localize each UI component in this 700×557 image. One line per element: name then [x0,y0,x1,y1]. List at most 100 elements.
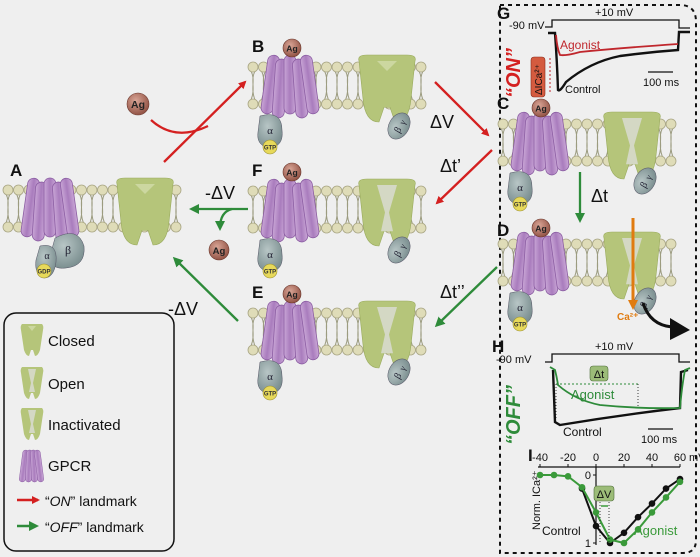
lipid-head [321,98,332,110]
x-tick-label: 0 [593,452,599,464]
data-point [620,539,628,547]
transition-dt-prime: Δt’ [440,156,461,176]
x-tick-label: 60 [674,452,686,464]
control-trace-g [548,30,690,92]
lipid-head [415,61,427,73]
arrow-a-to-b [163,80,247,163]
lipid-head [331,61,343,73]
arrow-c-to-f [435,149,493,205]
agonist-ball: Ag [282,162,302,182]
lipid-head [321,61,332,73]
agonist-trace-g [555,34,679,57]
lipid-head [247,344,259,356]
nucleotide-label: GTP [514,203,526,209]
transition-neg-dv: -ΔV [205,183,235,203]
lipid-head [342,98,353,110]
agonist-label: Ag [131,100,145,111]
channel-inactivated [358,300,416,369]
series-line [581,478,681,545]
on-landmark-label: “ON” [503,48,525,98]
x-axis-unit: mV [689,452,700,464]
scalebar-label-h: 100 ms [641,434,678,446]
step-potential-h: +10 mV [595,341,634,353]
arrowhead [670,318,690,340]
g-beta-gamma-subunit: βγ [387,358,411,386]
gamma-label: γ [643,293,654,302]
gpcr-receptor [20,177,80,242]
channel-inactivated [358,178,416,247]
panel-label-a: A [10,161,22,180]
lipid-head [497,155,509,167]
pore [377,61,397,71]
panel-label-g: G [497,4,510,23]
lipid-head [571,118,582,130]
agonist-label: Ag [286,167,297,177]
control-label-h: Control [563,425,602,439]
panel-label-i: I [528,446,533,465]
lipid-head [497,275,509,287]
data-point [634,513,642,521]
agonist-label-h: Agonist [571,387,615,402]
nucleotide-label: GTP [264,270,276,276]
legend-box [3,312,175,552]
agonist-label: Ag [535,103,546,113]
nucleotide [262,385,278,401]
lipid-head [321,222,332,234]
lipid-head [321,344,332,356]
data-point [662,485,670,492]
step-potential-g: +10 mV [595,7,634,19]
lipid-head [592,275,603,287]
data-point [648,500,656,507]
pore [135,184,155,194]
nucleotide-label: GTP [514,323,526,329]
alpha-label: α [267,125,273,137]
scalebar-label-g: 100 ms [643,77,680,89]
data-point [620,529,628,537]
agonist-label: Ag [286,289,297,299]
series-label-agonist: Agonist [634,523,678,538]
g-beta-gamma-subunit: βγ [633,167,657,195]
data-point [676,478,684,486]
lipid-head [331,185,343,197]
lipid-head [581,275,593,287]
arrow-b-to-c [434,81,490,137]
beta-label: β [392,249,404,259]
panel-label-f: F [252,161,262,180]
lipid-head [76,184,87,196]
lipid-head [107,221,119,233]
lipid-head [331,98,343,110]
gpcr-receptor [260,178,320,243]
lipid-head [415,185,427,197]
lipid-head [352,222,364,234]
nucleotide-label: GTP [264,146,276,152]
voltage-protocol-g [545,19,690,29]
agonist-ball: Ag [531,218,551,238]
lipid-head [342,61,353,73]
gamma-label: γ [397,118,408,127]
channel-closed [358,54,416,123]
lipid-head [86,221,98,233]
data-point [606,536,614,543]
agonist-trace-h [549,366,691,410]
legend-closed-icon [20,324,44,356]
nucleotide [262,139,278,155]
nucleotide [262,263,278,279]
lipid-head [2,184,14,196]
arrow-d-to-e [434,266,498,328]
gamma-label: γ [397,242,408,251]
control-label-g: Control [565,84,600,96]
lipid-head [592,238,603,250]
lipid-head [415,344,427,356]
alpha-label: α [267,371,273,383]
agonist-ball: Ag [282,38,302,58]
agonist-ball: Ag [208,239,230,261]
lipid-head [415,222,427,234]
x-tick-label: -40 [532,452,548,464]
x-tick-label: 40 [646,452,658,464]
pore [622,118,642,165]
lipid-head [592,118,603,130]
